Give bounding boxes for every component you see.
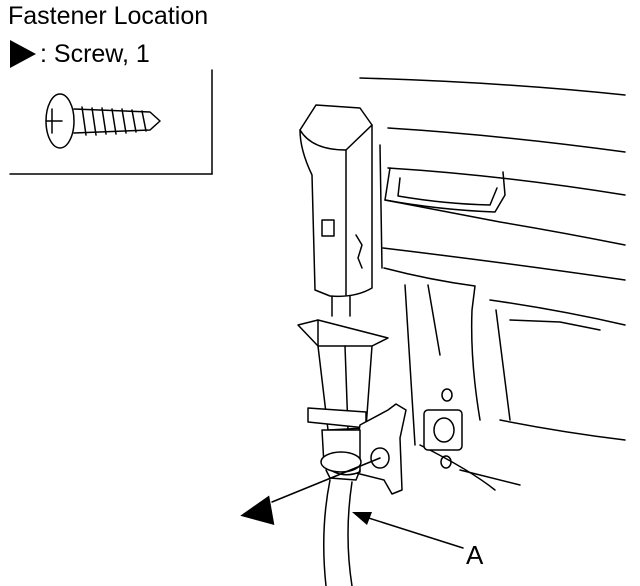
- mounting-plate: [351, 403, 407, 495]
- handle-shaft: [331, 295, 351, 317]
- callout-a-leader-line: [355, 513, 464, 549]
- legend-screw-text: : Screw, 1: [40, 39, 150, 68]
- handle-bracket: [297, 319, 389, 431]
- diagram-title: Fastener Location: [8, 2, 209, 30]
- screw-inset-frame: [9, 69, 213, 175]
- callout-a-label: A: [466, 540, 484, 570]
- body-panel: [359, 77, 626, 491]
- release-cable: [323, 479, 353, 586]
- screw-location-marker-icon: [240, 495, 275, 525]
- screw-illustration: [45, 93, 161, 149]
- callout-a-arrowhead: [352, 512, 372, 525]
- cable-collar: [320, 429, 362, 481]
- screw-leader-line: [271, 457, 381, 503]
- release-handle: [299, 104, 373, 298]
- triangle-marker-icon: [10, 40, 36, 68]
- grommet: [423, 388, 463, 469]
- legend-screw: : Screw, 1: [8, 38, 150, 70]
